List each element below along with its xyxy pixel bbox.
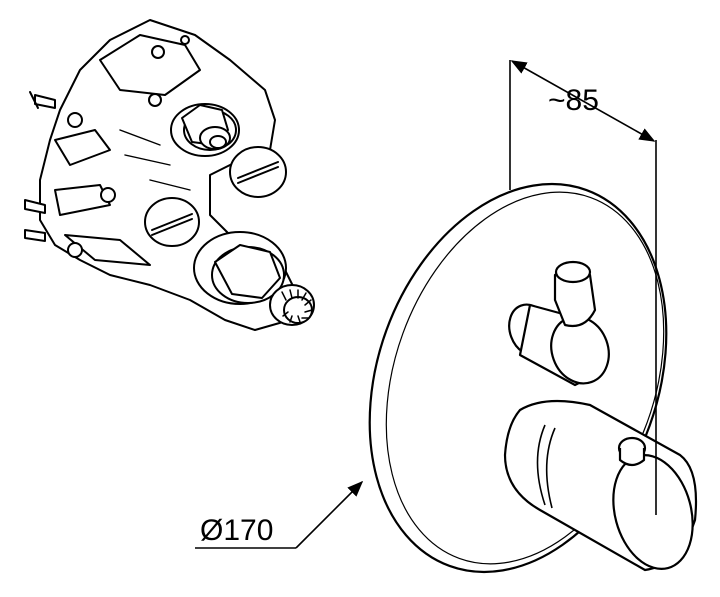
depth-dimension-label: ~85 [548, 84, 599, 117]
depth-dimension-line [510, 60, 656, 142]
valve-body [24, 19, 315, 331]
depth-dimension [509, 60, 657, 515]
diameter-dimension-label: Ø170 [200, 514, 273, 547]
diameter-dimension [195, 480, 364, 549]
diameter-leader-line [295, 480, 364, 549]
diverter-knob [508, 260, 610, 387]
thermostat-handle [503, 399, 698, 572]
